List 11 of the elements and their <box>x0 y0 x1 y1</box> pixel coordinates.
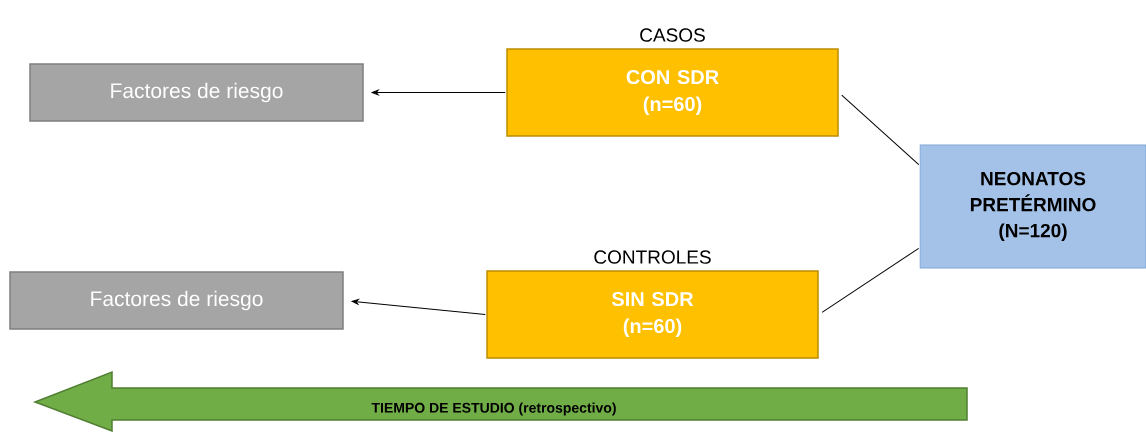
connector-line <box>841 94 920 165</box>
group-box: CON SDR (n=60) <box>506 48 839 137</box>
arrow <box>351 299 486 315</box>
population-box: NEONATOS PRETÉRMINO (N=120) <box>919 144 1146 269</box>
connector-line <box>821 247 920 313</box>
heading: CASOS <box>640 28 705 42</box>
arrow <box>371 89 506 96</box>
factor-box: Factores de riesgo <box>9 271 344 330</box>
factor-box: Factores de riesgo <box>29 63 364 122</box>
heading: CONTROLES <box>594 250 711 264</box>
group-box: SIN SDR (n=60) <box>486 270 819 359</box>
